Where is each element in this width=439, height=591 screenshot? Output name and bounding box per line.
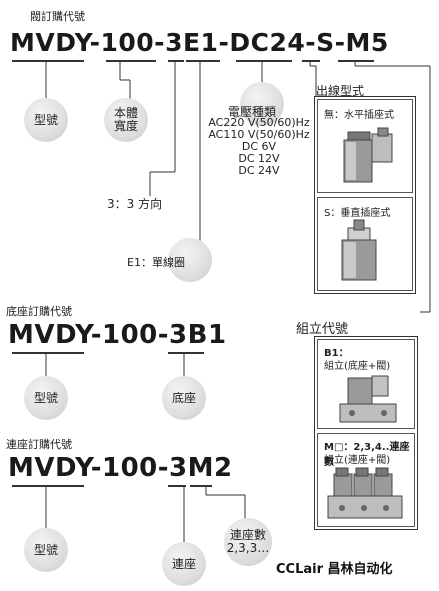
assembly-m-desc: 組立(連座+閥) <box>324 455 391 466</box>
voltage-item: DC 24V <box>238 164 280 177</box>
manifold-manifold-bubble: 連座 <box>162 542 206 586</box>
manifold-model-bubble: 型號 <box>24 528 68 572</box>
label-width-bubble: 本體 寬度 <box>104 98 148 142</box>
manifold-underline-model <box>12 485 84 487</box>
code-dash: - <box>89 28 101 57</box>
label-model-text: 型號 <box>33 113 58 127</box>
base-base-text: 底座 <box>171 391 196 405</box>
code-width: 100 <box>100 28 155 57</box>
manifold-underline-count <box>190 485 212 487</box>
label-width-text-1: 本體 <box>113 106 138 120</box>
code-dash: - <box>305 28 317 57</box>
code-direction: 3 <box>165 28 183 57</box>
assembly-box: B1： 組立(底座+閥) M□：2,3,4..連座數 組立(連座+閥) <box>314 336 418 530</box>
assembly-b1-desc: 組立(底座+閥) <box>324 361 391 372</box>
voltage-item: DC 12V <box>238 152 280 165</box>
manifold-assembly-image <box>327 467 403 519</box>
manifold-count-bubble: 連座數 2,3,3… <box>224 518 272 566</box>
voltage-item: AC220 V(50/60)Hz <box>208 116 310 129</box>
outlet-horizontal-panel: 無：水平插座式 <box>317 99 413 193</box>
manifold-section-title: 連座訂購代號 <box>6 438 72 451</box>
base-model-bubble: 型號 <box>24 376 68 420</box>
code-dash: - <box>334 28 346 57</box>
valve-section-title: 閥訂購代號 <box>30 10 85 23</box>
assembly-b1-panel: B1： 組立(底座+閥) <box>317 339 415 429</box>
manifold-count-text-1: 連座數 <box>229 528 266 542</box>
brand-watermark: CCLair 昌林自动化 <box>276 562 393 577</box>
voltage-item: DC 6V <box>241 140 277 153</box>
outlet-vertical-label: S：垂直插座式 <box>324 208 391 219</box>
b1-assembly-image <box>339 375 397 423</box>
direction-option: 3：3 方向 <box>107 197 163 211</box>
horizontal-valve-image <box>343 127 393 183</box>
base-underline-model <box>12 352 84 354</box>
code-dash: - <box>218 28 230 57</box>
underline-coil <box>186 60 220 62</box>
manifold-model-text: 型號 <box>33 543 58 557</box>
coil-option: E1：單線圈 <box>127 256 185 269</box>
coil-bubble <box>168 238 212 282</box>
underline-direction <box>168 60 184 62</box>
assembly-title: 組立代號 <box>296 322 349 337</box>
manifold-count-text-2: 2,3,3… <box>226 541 270 555</box>
valve-order-code: MVDY-100-3E1-DC24-S-M5 <box>10 28 389 57</box>
underline-model <box>12 60 84 62</box>
assembly-m-panel: M□：2,3,4..連座數 組立(連座+閥) <box>317 433 415 527</box>
manifold-underline-manifold <box>168 485 186 487</box>
manifold-manifold-text: 連座 <box>171 557 196 571</box>
voltage-list: AC220 V(50/60)Hz AC110 V(50/60)Hz DC 6V … <box>200 117 318 177</box>
assembly-m-code: M□：2,3,4..連座數 <box>324 442 410 468</box>
underline-assembly <box>338 60 374 62</box>
code-outlet: S <box>316 28 335 57</box>
code-assembly: M5 <box>345 28 389 57</box>
voltage-bubble <box>240 82 284 126</box>
code-coil: E1 <box>182 28 219 57</box>
manifold-order-code: MVDY-100-3M2 <box>8 453 233 483</box>
base-section-title: 底座訂購代號 <box>6 305 72 318</box>
base-base-bubble: 底座 <box>162 376 206 420</box>
vertical-valve-image <box>341 219 377 281</box>
outlet-box: 無：水平插座式 S：垂直插座式 <box>314 96 416 294</box>
code-voltage: DC24 <box>229 28 306 57</box>
outlet-horizontal-label: 無：水平插座式 <box>324 110 394 121</box>
underline-voltage <box>236 60 292 62</box>
assembly-b1-code: B1： <box>324 348 349 359</box>
label-model-bubble: 型號 <box>24 98 68 142</box>
voltage-item: AC110 V(50/60)Hz <box>208 128 310 141</box>
code-model: MVDY <box>10 28 90 57</box>
base-order-code: MVDY-100-3B1 <box>8 320 227 350</box>
base-model-text: 型號 <box>33 391 58 405</box>
underline-width <box>106 60 156 62</box>
outlet-vertical-panel: S：垂直插座式 <box>317 197 413 291</box>
voltage-title: 電壓種類 <box>228 105 277 119</box>
underline-outlet <box>302 60 320 62</box>
label-width-text-2: 寬度 <box>113 119 138 133</box>
code-dash: - <box>154 28 166 57</box>
base-underline-base <box>168 352 204 354</box>
outlet-title: 出線型式 <box>316 84 365 98</box>
